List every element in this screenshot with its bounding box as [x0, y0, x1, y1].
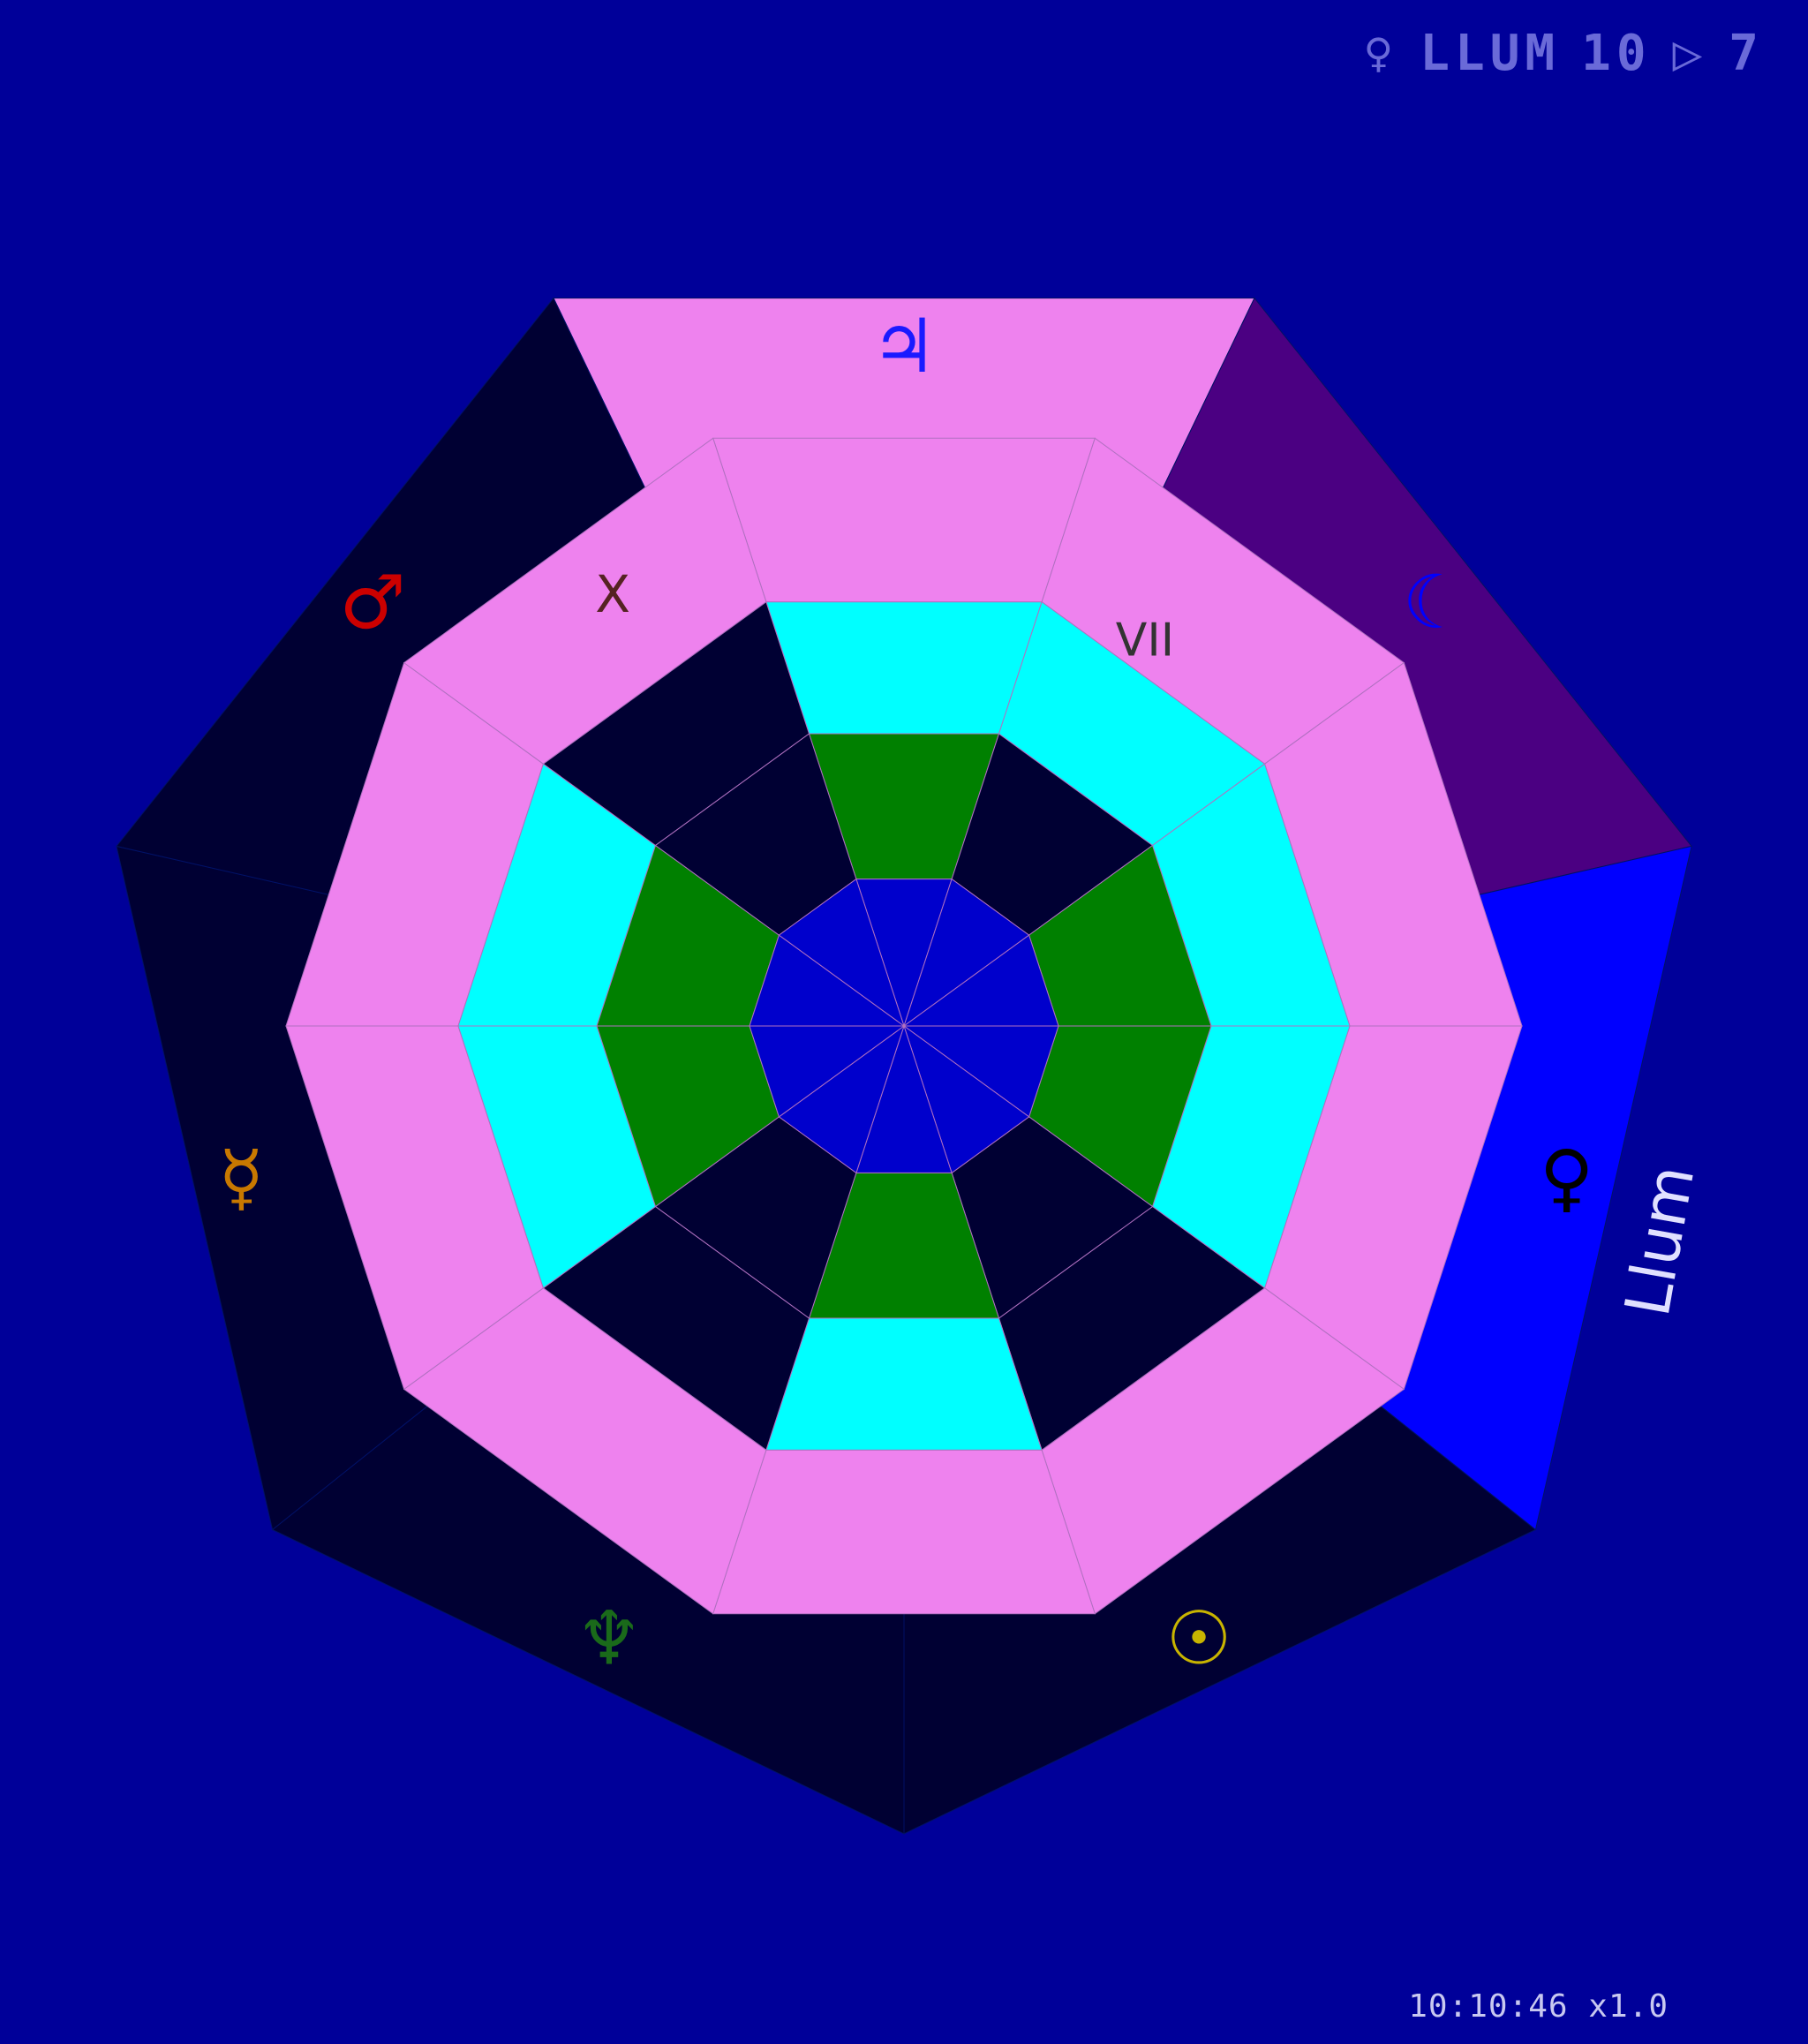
ring-third-cell-5[interactable]	[765, 1317, 1043, 1451]
decagon-rings[interactable]	[285, 437, 1523, 1615]
ring-outer-cell-5[interactable]	[712, 1449, 1096, 1615]
ring-core-cell-9[interactable]	[778, 878, 905, 1028]
jupiter-icon: ♃	[870, 303, 937, 389]
ring-outer-cell-0[interactable]	[712, 437, 1096, 603]
hud-bottom: 10:10:46 x1.0	[1408, 1988, 1669, 2025]
label-x: X	[595, 564, 630, 624]
player-symbol-icon: ♀	[1363, 25, 1399, 82]
venus-sector-label: Llum	[1611, 1160, 1708, 1322]
speed-readout: x1.0	[1588, 1988, 1669, 2025]
neptune-icon: ♆	[576, 1595, 642, 1682]
mars-icon: ♂	[339, 559, 405, 645]
planet-glyphs: ♃ ☾ ♀Llum ☉ ♆ ☿ ♂ VII X	[219, 303, 1709, 1682]
clock-readout: 10:10:46	[1408, 1988, 1569, 2025]
label-vii: VII	[1116, 614, 1174, 667]
moves-count: 7	[1729, 25, 1764, 82]
play-arrow-icon: ▷	[1672, 25, 1708, 82]
mercury-icon: ☿	[219, 1134, 265, 1220]
sun-icon: ☉	[1165, 1595, 1232, 1682]
level-number: 10	[1581, 25, 1652, 82]
game-name: LLUM	[1420, 25, 1561, 82]
ring-third-cell-0[interactable]	[765, 601, 1043, 735]
hud-top: ♀ LLUM 10 ▷ 7	[1364, 25, 1764, 82]
moon-icon: ☾	[1402, 559, 1468, 645]
venus-icon: ♀	[1540, 1134, 1594, 1220]
